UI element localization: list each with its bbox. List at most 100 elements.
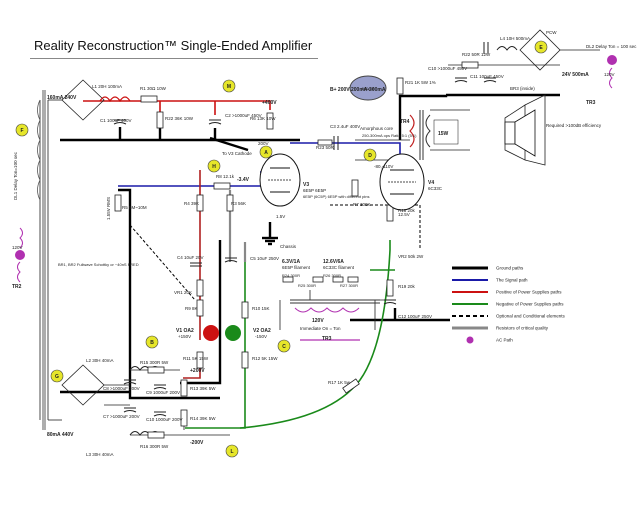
marker-m: M bbox=[222, 79, 236, 93]
label-supply-right: 24V 500mA bbox=[562, 72, 589, 78]
label-c10: C10 >1000uF 450V bbox=[428, 66, 467, 71]
svg-text:F: F bbox=[20, 128, 23, 134]
svg-text:200mA: 200mA bbox=[362, 86, 375, 91]
speaker bbox=[504, 109, 536, 157]
svg-text:M: M bbox=[227, 84, 231, 90]
label-supply-left-top: 160mA 240V bbox=[47, 95, 77, 101]
marker-d: D bbox=[363, 148, 377, 162]
label-plus400: +400V bbox=[262, 100, 277, 106]
label-plus-200: +200V bbox=[190, 368, 205, 374]
label-c10-left: C10 1000uF 200V bbox=[146, 417, 183, 422]
label-required: Required >100dB efficiency bbox=[546, 123, 602, 128]
label-120v-left: 120V bbox=[12, 245, 23, 250]
label-r18: R18 20k bbox=[398, 208, 416, 213]
svg-text:E: E bbox=[539, 45, 543, 51]
label-heater-c: 12.6V/6A bbox=[323, 259, 344, 265]
oa2-v2-indicator bbox=[225, 325, 241, 341]
legend-label: Resistors of critical quality bbox=[496, 326, 549, 331]
legend-label: Negative of Power Supplies paths bbox=[496, 302, 564, 307]
label-l4: L4 10H 500mA bbox=[500, 36, 530, 41]
marker-g: G bbox=[50, 369, 64, 383]
label-c11: C11 100uF 450V bbox=[470, 74, 504, 79]
label-r22-left: R22 36K 10W bbox=[165, 116, 194, 121]
capacitors bbox=[113, 42, 497, 417]
marker-c: C bbox=[277, 339, 291, 353]
label-r21: R21 1K 5W 1% bbox=[405, 80, 436, 85]
label-vr1: VR1 20K bbox=[174, 290, 192, 295]
label-r13: R13 39K 5W bbox=[190, 386, 216, 391]
label-chassis: Chassis bbox=[280, 244, 297, 249]
label-vr2: VR2 50k 2W bbox=[398, 254, 424, 259]
b-plus-indicator: 200mA bbox=[349, 75, 387, 101]
inductor-l2 bbox=[129, 366, 161, 371]
label-tr3: TR3 bbox=[322, 336, 332, 342]
label-amorphous: Amorphous core bbox=[360, 126, 394, 131]
marker-b: B bbox=[145, 335, 159, 349]
label-c9: C9 1000uF 200V bbox=[146, 390, 180, 395]
label-r7: R7 300K bbox=[353, 202, 371, 207]
label-c1: C1 100uF 400V bbox=[100, 118, 132, 123]
label-r4: R4 39K bbox=[184, 201, 199, 206]
label-dl2: DL2 Delay Ton = 100 sec bbox=[586, 44, 637, 49]
inductor-l3 bbox=[129, 431, 161, 436]
label-pcw: PCW bbox=[546, 30, 557, 35]
label-120v-right: 120V bbox=[604, 72, 615, 77]
label-200v: 200V bbox=[258, 141, 269, 146]
optional-elements bbox=[129, 204, 421, 301]
component-labels: 160mA 240V 80mA 440V DL1 Delay Ton=100 s… bbox=[12, 30, 637, 457]
label-r6: R6 13K 10W bbox=[250, 116, 276, 121]
label-neon: B+ 200V 200mA-200mA bbox=[330, 87, 386, 93]
label-plus12: 12.5V bbox=[398, 212, 410, 217]
svg-text:L: L bbox=[230, 449, 233, 455]
label-r11: R11 5K 15W bbox=[183, 356, 209, 361]
label-neg34: -3.4V bbox=[237, 177, 250, 183]
label-tr3-right: TR3 bbox=[586, 100, 596, 106]
label-br3: BR3 (inside) bbox=[510, 86, 535, 91]
label-c8: C8 >1000uF 200V bbox=[103, 386, 140, 391]
label-to-v3: To V3 Cathode bbox=[222, 151, 252, 156]
oa2-v1-indicator bbox=[203, 325, 219, 341]
inductor-l1 bbox=[99, 96, 131, 103]
legend-label: Positive of Power Supplies paths bbox=[496, 290, 562, 295]
marker-a: A bbox=[259, 145, 273, 159]
marker-e: E bbox=[534, 40, 548, 54]
label-r3: R3 56K bbox=[231, 201, 246, 206]
tube-v3 bbox=[259, 153, 301, 207]
label-plus150: +150V bbox=[178, 334, 191, 339]
label-r24: R24 300R bbox=[282, 273, 300, 278]
ac-source-right bbox=[607, 55, 617, 89]
label-r14: R14 39K 5W bbox=[190, 416, 216, 421]
svg-text:D: D bbox=[368, 153, 372, 159]
label-l3: L3 30H 40mA bbox=[86, 452, 114, 457]
label-c3: C3 2.4uF 400V bbox=[330, 124, 360, 129]
label-r23: R23 50R bbox=[316, 145, 335, 150]
signal-path bbox=[118, 142, 401, 187]
svg-text:C: C bbox=[282, 344, 286, 350]
ground-paths bbox=[60, 93, 560, 400]
label-amorphous-sub: 250-300mA ops Ratio 5:1 (5:1) bbox=[362, 133, 417, 138]
label-r15: R15 300R 5W bbox=[140, 360, 169, 365]
label-supply-left-bottom: 80mA 440V bbox=[47, 432, 74, 438]
resistors bbox=[114, 61, 479, 439]
label-tr4: TR4 bbox=[400, 119, 410, 125]
label-r16: R16 300R 5W bbox=[140, 444, 169, 449]
marker-l: L bbox=[225, 444, 239, 458]
label-r26: R26 300R bbox=[323, 273, 341, 278]
label-r1: R1 30Ω 10W bbox=[140, 86, 167, 91]
legend-label: AC Path bbox=[496, 338, 513, 343]
legend-label: The Signal path bbox=[496, 278, 528, 283]
label-r27: R27 300R bbox=[340, 283, 358, 288]
label-r22-right: R22 50R 12W bbox=[462, 52, 491, 57]
label-plus15: 1.5V bbox=[276, 214, 285, 219]
label-v4: V4 bbox=[428, 180, 434, 186]
transformer-tr4 bbox=[409, 110, 459, 160]
label-c5: C5 10uF 250V bbox=[250, 256, 279, 261]
page-title: Reality Reconstruction™ Single-Ended Amp… bbox=[34, 38, 313, 53]
svg-text:A: A bbox=[264, 150, 268, 156]
label-input-note: 1.55V RMS bbox=[106, 197, 111, 220]
label-l1: L1 20H 100mA bbox=[92, 84, 122, 89]
transformer-tr3 bbox=[290, 299, 380, 313]
tube-v4 bbox=[379, 153, 425, 211]
